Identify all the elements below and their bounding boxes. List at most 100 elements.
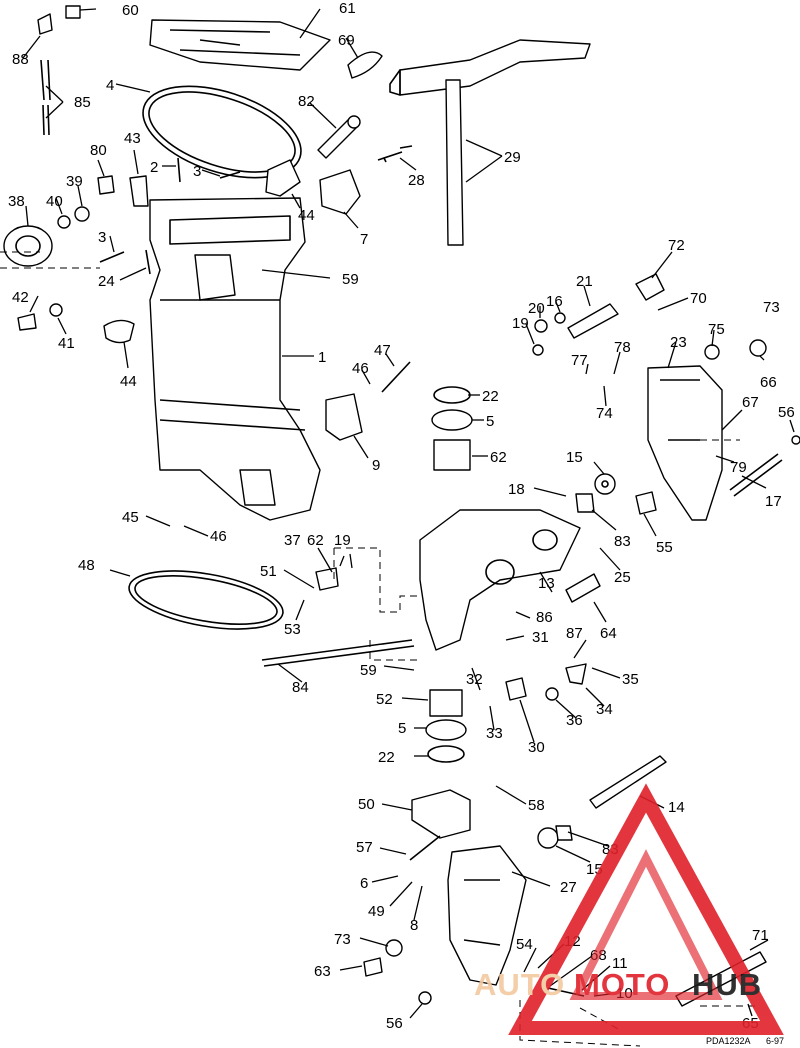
drawing-date: 6-97	[766, 1036, 784, 1046]
callout-25: 25	[614, 569, 631, 586]
callout-3: 3	[193, 163, 201, 180]
callout-63: 63	[314, 963, 331, 980]
watermark-logo: AUTO MOTO HUB	[474, 783, 784, 1035]
callout-74: 74	[596, 405, 613, 422]
callout-56: 56	[778, 404, 795, 421]
callout-24: 24	[98, 273, 115, 290]
callout-11: 11	[612, 955, 628, 972]
callout-9: 9	[372, 457, 380, 474]
callout-70: 70	[690, 290, 707, 307]
leader-lines	[22, 8, 795, 1019]
callout-72: 72	[668, 237, 685, 254]
callout-16: 16	[546, 293, 563, 310]
callout-30: 30	[528, 739, 545, 756]
callout-5: 5	[398, 720, 406, 737]
callout-3: 3	[98, 229, 106, 246]
callout-22: 22	[378, 749, 395, 766]
callout-59: 59	[360, 662, 377, 679]
watermark-brand-moto: MOTO	[574, 967, 670, 1002]
callout-75: 75	[708, 321, 725, 338]
callout-41: 41	[58, 335, 75, 352]
callout-18: 18	[508, 481, 525, 498]
callout-87: 87	[566, 625, 583, 642]
callout-5: 5	[486, 413, 494, 430]
callout-37: 37	[284, 532, 301, 549]
callout-17: 17	[765, 493, 782, 510]
callout-71: 71	[752, 927, 769, 944]
callout-43: 43	[124, 130, 141, 147]
callout-64: 64	[600, 625, 617, 642]
callout-78: 78	[614, 339, 631, 356]
callout-54: 54	[516, 936, 533, 953]
callout-51: 51	[260, 563, 277, 580]
callout-77: 77	[571, 352, 588, 369]
callout-82: 82	[298, 93, 315, 110]
callout-73: 73	[334, 931, 351, 948]
callout-66: 66	[760, 374, 777, 391]
dashed-assembly-lines	[0, 251, 760, 1047]
callout-31: 31	[532, 629, 549, 646]
callout-15: 15	[566, 449, 583, 466]
callout-52: 52	[376, 691, 393, 708]
callout-67: 67	[742, 394, 759, 411]
callout-38: 38	[8, 193, 25, 210]
callout-33: 33	[486, 725, 503, 742]
callout-80: 80	[90, 142, 107, 159]
callout-8: 8	[410, 917, 418, 934]
callout-29: 29	[504, 149, 521, 166]
callout-47: 47	[374, 342, 391, 359]
callout-49: 49	[368, 903, 385, 920]
callout-22: 22	[482, 388, 499, 405]
callout-28: 28	[408, 172, 425, 189]
callout-62: 62	[307, 532, 324, 549]
callout-44: 44	[298, 207, 315, 224]
callout-21: 21	[576, 273, 593, 290]
callout-62: 62	[490, 449, 507, 466]
callout-57: 57	[356, 839, 373, 856]
callout-55: 55	[656, 539, 673, 556]
watermark-brand-auto: AUTO	[474, 967, 565, 1002]
callout-23: 23	[670, 334, 687, 351]
callout-86: 86	[536, 609, 553, 626]
watermark-triangle	[508, 783, 784, 1035]
callout-6: 6	[360, 875, 368, 892]
callout-2: 2	[150, 159, 158, 176]
callout-48: 48	[78, 557, 95, 574]
callout-73: 73	[763, 299, 780, 316]
callout-19: 19	[512, 315, 529, 332]
drawing-code: PDA1232A	[706, 1036, 751, 1046]
callout-13: 13	[538, 575, 555, 592]
callout-45: 45	[122, 509, 139, 526]
watermark-brand-hub: HUB	[692, 967, 762, 1002]
callout-46: 46	[210, 528, 227, 545]
callout-42: 42	[12, 289, 29, 306]
part-drawings	[3, 5, 800, 1007]
callout-60: 60	[122, 2, 139, 19]
callout-61: 61	[339, 0, 356, 17]
callout-85: 85	[74, 94, 91, 111]
callout-44: 44	[120, 373, 137, 390]
callout-34: 34	[596, 701, 613, 718]
callout-4: 4	[106, 77, 114, 94]
callout-32: 32	[466, 671, 483, 688]
callout-7: 7	[360, 231, 368, 248]
callout-46: 46	[352, 360, 369, 377]
callout-39: 39	[66, 173, 83, 190]
callout-40: 40	[46, 193, 63, 210]
callout-83: 83	[614, 533, 631, 550]
callout-36: 36	[566, 712, 583, 729]
callout-35: 35	[622, 671, 639, 688]
callout-1: 1	[318, 349, 326, 366]
callout-53: 53	[284, 621, 301, 638]
callout-56: 56	[386, 1015, 403, 1032]
callout-50: 50	[358, 796, 375, 813]
callout-88: 88	[12, 51, 29, 68]
callout-69: 69	[338, 32, 355, 49]
callout-14: 14	[668, 799, 685, 816]
callout-58: 58	[528, 797, 545, 814]
callout-20: 20	[528, 300, 545, 317]
callout-19: 19	[334, 532, 351, 549]
